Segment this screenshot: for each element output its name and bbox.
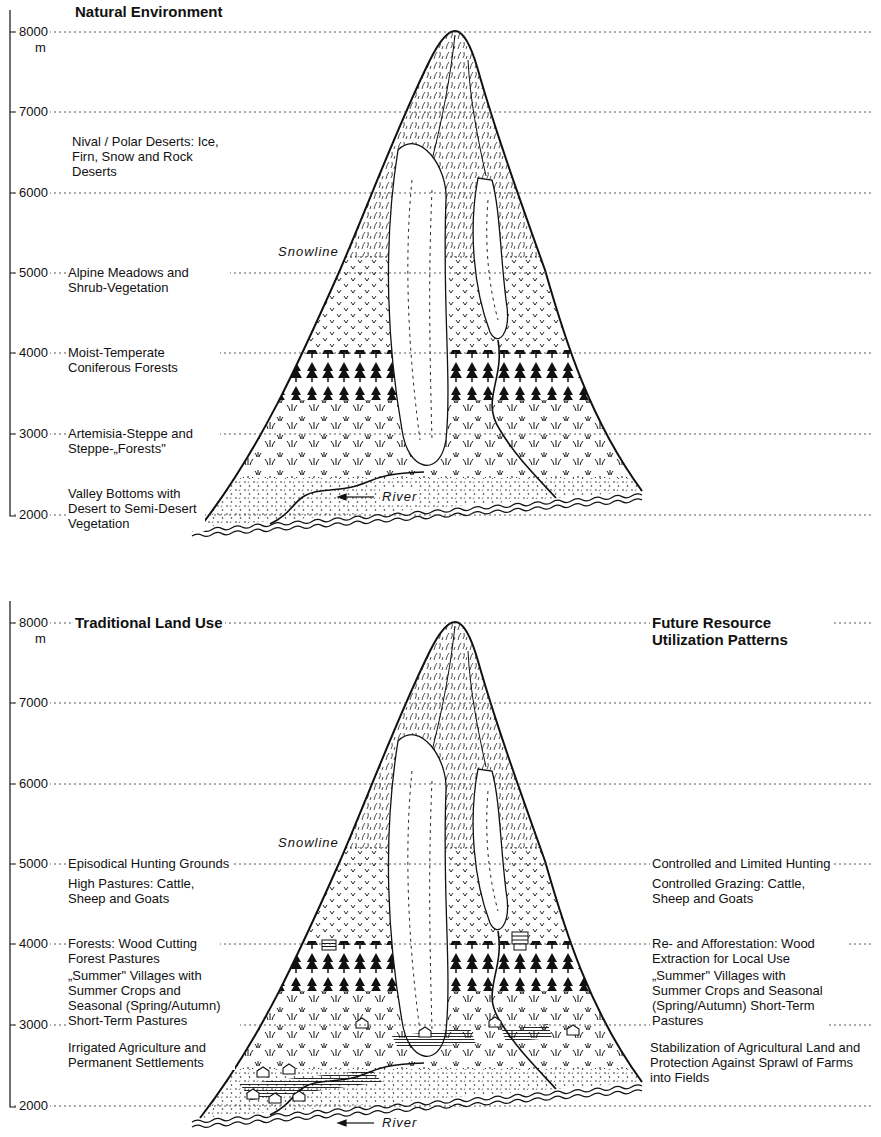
land-use-label: „Summer" Villages with Summer Crops and … [66, 968, 240, 1028]
panel-heading: Natural Environment [73, 3, 225, 20]
snowline-label: Snowline [276, 835, 341, 850]
altitude-value: 2000 [17, 1098, 50, 1113]
river-label: River [380, 489, 419, 504]
altitude-lines [14, 32, 872, 1106]
panel-heading: Future Resource Utilization Patterns [650, 614, 834, 648]
mountain-figure [180, 25, 660, 538]
land-use-label: High Pastures: Cattle, Sheep and Goats [66, 876, 230, 906]
altitude-value: 4000 [17, 345, 50, 360]
altitude-unit: m [33, 40, 48, 55]
altitude-unit: m [33, 631, 48, 646]
river-label: River [380, 1115, 419, 1130]
altitude-axis [10, 10, 16, 516]
future-use-label: „Summer" Villages with Summer Crops and … [650, 968, 829, 1028]
altitude-value: 8000 [17, 24, 50, 39]
altitude-value: 5000 [17, 856, 50, 871]
future-use-label: Re- and Afforestation: Wood Extraction f… [650, 936, 849, 966]
zone-label: Moist-Temperate Coniferous Forests [66, 345, 220, 375]
altitude-value: 5000 [17, 265, 50, 280]
future-use-label: Controlled and Limited Hunting [650, 856, 833, 871]
altitude-value: 3000 [17, 1017, 50, 1032]
altitude-value: 8000 [17, 615, 50, 630]
river-arrow [338, 494, 374, 1126]
future-use-label: Controlled Grazing: Cattle, Sheep and Go… [650, 876, 824, 906]
zone-label: Nival / Polar Deserts: Ice, Firn, Snow a… [70, 134, 239, 179]
altitude-value: 7000 [17, 104, 50, 119]
zone-label: Alpine Meadows and Shrub-Vegetation [66, 265, 230, 295]
altitude-value: 4000 [17, 936, 50, 951]
mountain-figure [180, 616, 660, 1129]
altitude-value: 3000 [17, 426, 50, 441]
zone-label: Valley Bottoms with Desert to Semi-Deser… [66, 486, 205, 531]
altitude-value: 7000 [17, 695, 50, 710]
land-use-label: Irrigated Agriculture and Permanent Sett… [66, 1040, 235, 1070]
snowline-label: Snowline [276, 244, 341, 259]
land-use-symbols [240, 932, 579, 1103]
panel-heading: Traditional Land Use [73, 614, 225, 631]
future-use-label: Stabilization of Agricultural Land and P… [648, 1040, 874, 1085]
altitude-value: 6000 [17, 185, 50, 200]
land-use-label: Episodical Hunting Grounds [66, 856, 231, 871]
altitude-axis [10, 601, 16, 1107]
altitude-value: 6000 [17, 776, 50, 791]
altitude-value: 2000 [17, 507, 50, 522]
land-use-label: Forests: Wood Cutting Forest Pastures [66, 936, 220, 966]
zone-label: Artemisia-Steppe and Steppe-„Forests" [66, 426, 220, 456]
